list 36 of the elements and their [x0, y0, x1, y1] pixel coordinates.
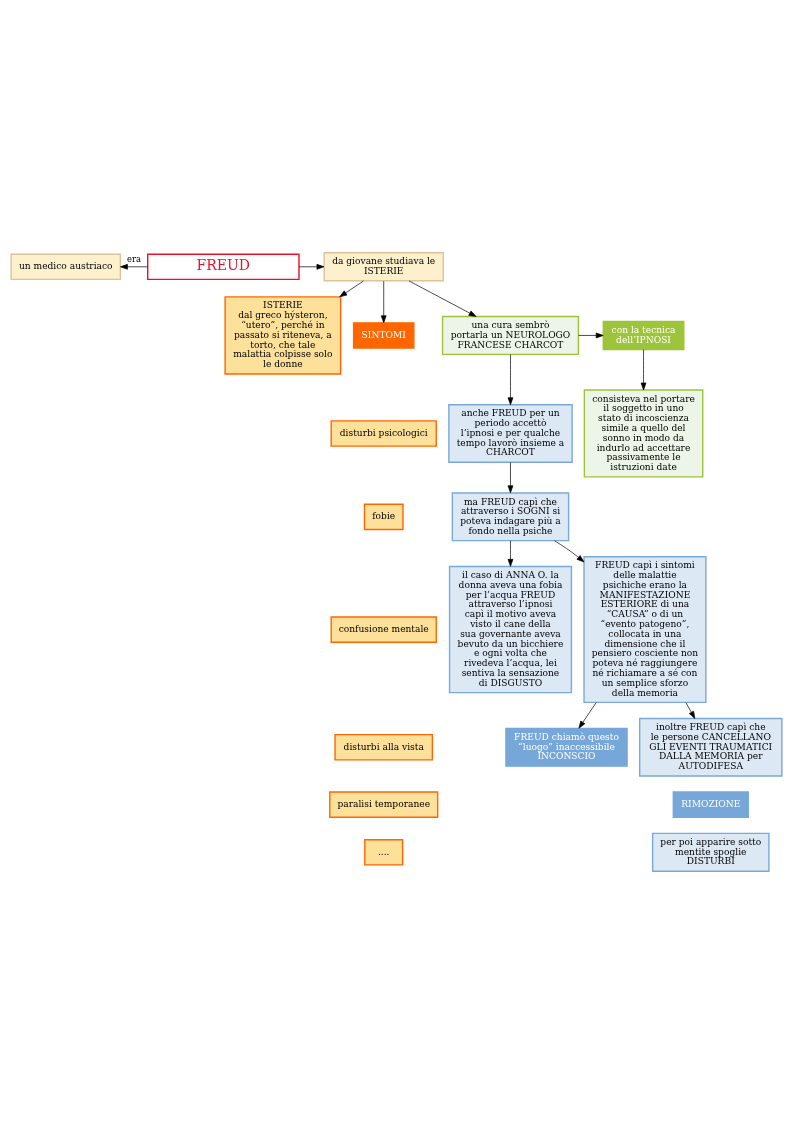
arrow: [120, 263, 148, 270]
arrow: [685, 701, 696, 719]
node-box: ISTERIE dal greco hýsteron, “utero”, perché in passato si riteneva, a torto, che tale malattia colpisse solo le donne: [224, 295, 342, 375]
node-box: disturbi psicologici: [330, 419, 437, 447]
node-box: ma FREUD capì che attraverso i SOGNI si poteva indagare più a fondo nella psiche: [451, 491, 570, 541]
node-box: confusione mentale: [330, 615, 437, 643]
node-box: ....: [364, 838, 404, 866]
arrow: [507, 353, 514, 405]
arrow: [640, 348, 647, 390]
arrow: [339, 280, 364, 297]
node-box: RIMOZIONE: [672, 790, 749, 818]
node-box: con la tecnica dell’IPNOSI: [602, 320, 685, 350]
node-box: una cura sembrò portarla un NEUROLOGO FRANCESE CHARCOT: [441, 315, 580, 355]
node-box: per poi apparire sotto mentite spoglie DISTURBI: [651, 832, 770, 872]
arrow: [554, 539, 585, 562]
arrow: [578, 332, 604, 338]
node-box: FREUD: [147, 253, 300, 280]
node-box: paralisi temporanee: [329, 790, 439, 818]
node-box: il caso di ANNA O. la donna aveva una fobia per l’acqua FREUD attraverso l’ipnosi capì il motivo aveva visto il cane della sua governante aveva bevuto da un bicchiere e ogni volta che rivedeva l’acqua, lei sentiva la sensazione di DISGUSTO: [448, 565, 573, 693]
node-box: SINTOMI: [352, 321, 415, 349]
node-box: fobie: [363, 503, 404, 530]
node-box: anche FREUD per un periodo accettò l’ipnosi e per qualche tempo lavorò insieme a CHARCOT: [448, 403, 573, 463]
edge-label: era: [127, 253, 142, 264]
arrow: [408, 280, 477, 317]
node-box: disturbi alla vista: [334, 733, 434, 761]
node-box: consisteva nel portare il soggetto in uno stato di incoscienza simile a quello del sonno in modo da indurlo ad accettare passivamente le istruzioni date: [583, 388, 704, 478]
arrow: [380, 280, 387, 323]
node-box: FREUD capì i sintomi delle malattie psichiche erano la MANIFESTAZIONE ESTERIORE di una “CAUSA” o di un “evento patogeno”, collocata in una dimensione che il pensiero cosciente non poteva né raggiungere né richiamare a sé con un semplice sforzo della memoria: [583, 555, 707, 703]
node-box: da giovane studiava le ISTERIE: [323, 251, 444, 281]
arrow: [578, 701, 597, 729]
arrow: [507, 540, 514, 567]
node-box: FREUD chiamò questo “luogo” inaccessibile INCONSCIO: [505, 727, 628, 767]
arrow: [298, 263, 325, 270]
node-box: un medico austriaco: [10, 253, 122, 280]
node-box: inoltre FREUD capì che le persone CANCELLANO GLI EVENTI TRAUMATICI DALLA MEMORIA per AUTODIFESA: [639, 717, 783, 777]
arrow: [507, 461, 514, 493]
